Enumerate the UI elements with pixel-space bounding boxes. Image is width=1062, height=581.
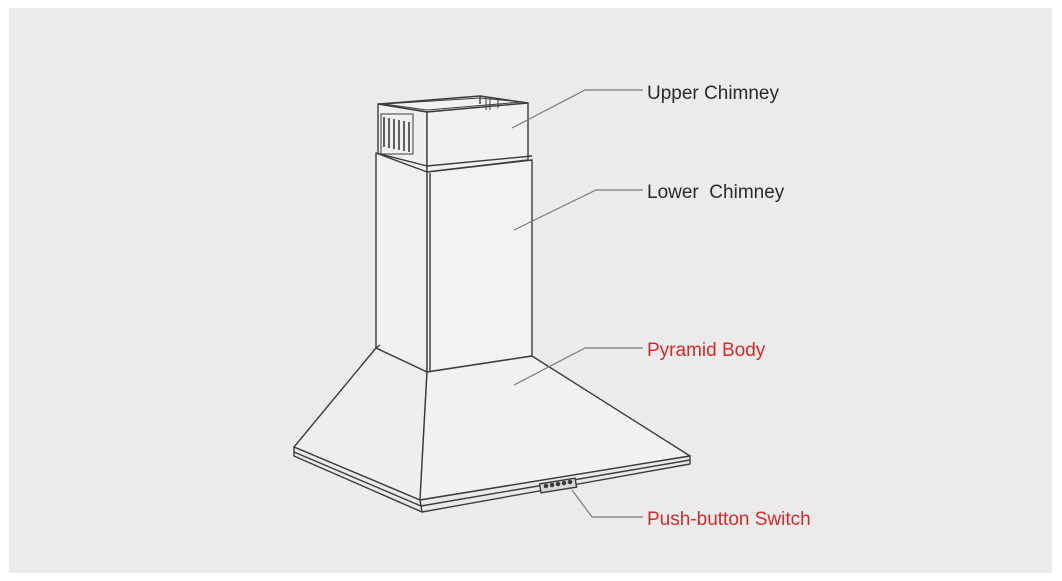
inner-bracket bbox=[485, 96, 499, 110]
upper-chimney-part bbox=[377, 95, 529, 173]
push-button-switch-leader bbox=[571, 489, 643, 518]
pyramid-body-part bbox=[293, 344, 691, 513]
lower-chimney-leader bbox=[513, 189, 643, 231]
lower-chimney-part bbox=[375, 152, 533, 373]
pyramid-body-label: Pyramid Body bbox=[647, 340, 766, 361]
push-button-switch-label: Push-button Switch bbox=[647, 509, 811, 530]
upper-chimney-label: Upper Chimney bbox=[647, 83, 779, 104]
upper-chimney-leader bbox=[511, 89, 643, 129]
pyramid-body-leader bbox=[513, 347, 643, 386]
lower-chimney-label: Lower Chimney bbox=[647, 182, 785, 203]
push-button-switch-part bbox=[538, 477, 578, 494]
vent-slots bbox=[380, 113, 414, 155]
